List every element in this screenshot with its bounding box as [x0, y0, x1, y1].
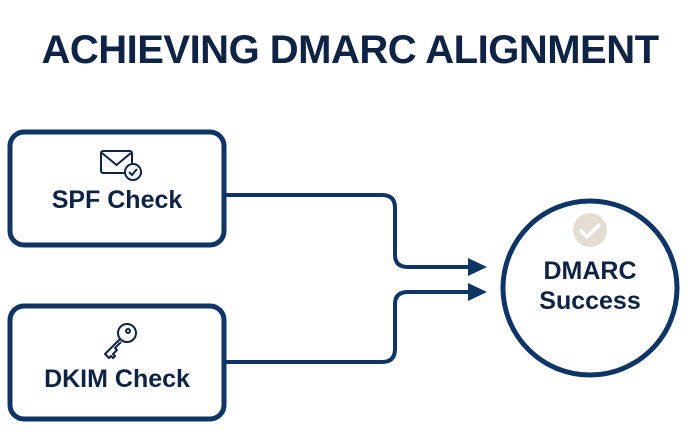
check-circle-icon — [573, 213, 607, 247]
spf-check-box — [7, 129, 227, 248]
spf-connector — [226, 193, 470, 269]
dmarc-success-label: DMARC Success — [505, 256, 675, 316]
dkim-check-label: DKIM Check — [44, 365, 190, 393]
dkim-arrowhead — [468, 283, 487, 301]
dmarc-label-line2: Success — [539, 287, 641, 315]
dkim-connector — [226, 290, 470, 364]
key-icon — [104, 323, 137, 359]
dmarc-success-circle — [500, 198, 680, 378]
dmarc-label-line1: DMARC — [543, 257, 637, 285]
diagram-title: ACHIEVING DMARC ALIGNMENT — [41, 28, 659, 72]
dkim-check-box — [7, 303, 227, 422]
spf-arrowhead — [468, 258, 487, 276]
spf-check-label: SPF Check — [51, 186, 183, 214]
envelope-check-icon — [100, 150, 142, 181]
